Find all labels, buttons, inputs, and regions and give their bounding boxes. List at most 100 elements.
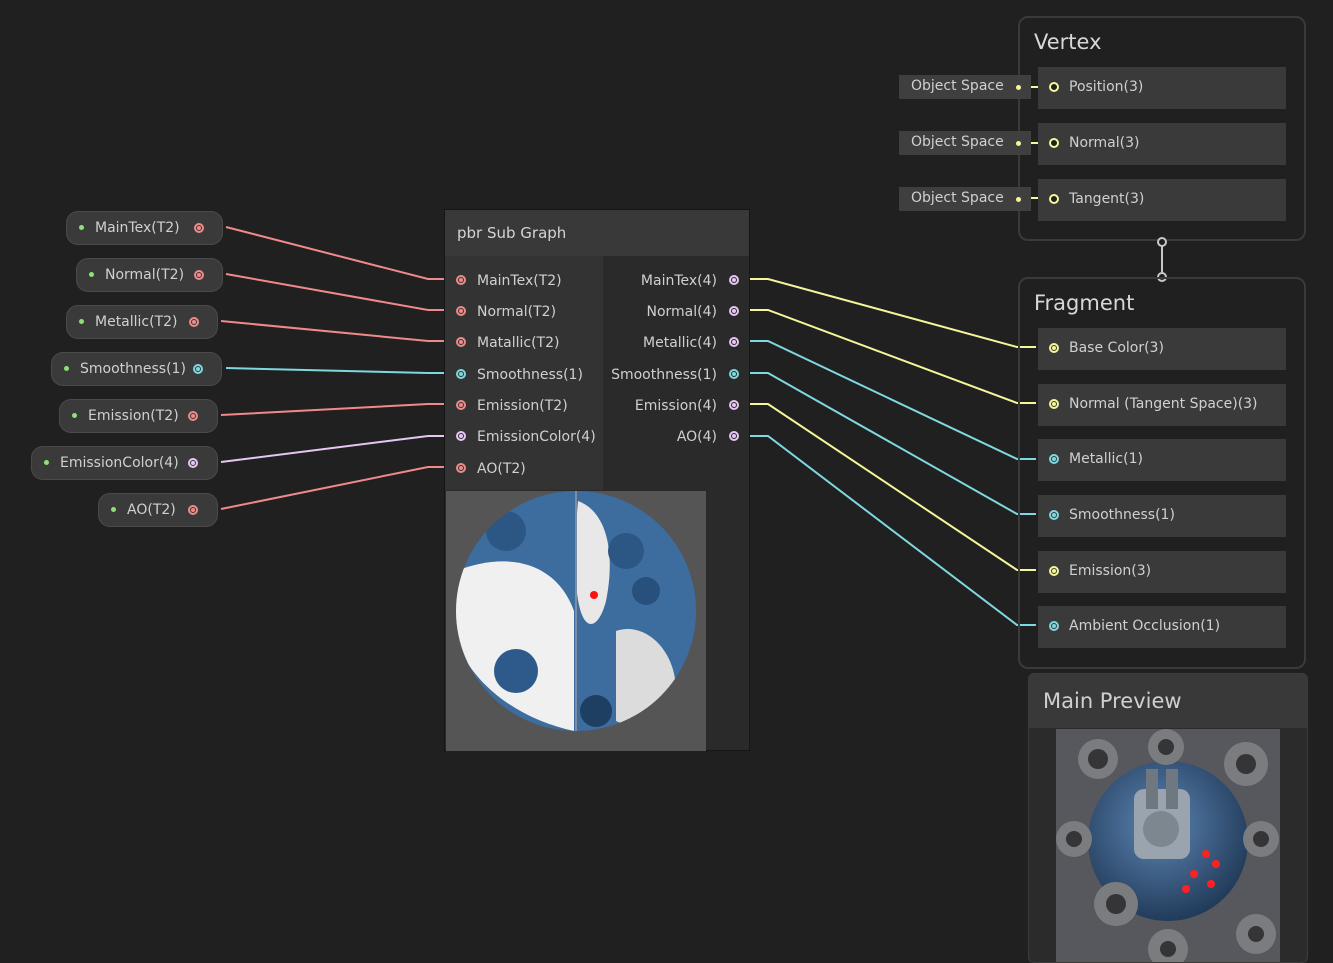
block-normal-tangent-space[interactable]: Normal (Tangent Space)(3) — [1038, 384, 1286, 426]
input-label: Matallic(T2) — [477, 335, 560, 351]
property-label: MainTex(T2) — [95, 220, 180, 236]
input-port-icon[interactable] — [456, 306, 466, 316]
edge-smoothness-smoothness[interactable] — [750, 372, 1036, 515]
input-port-icon[interactable] — [456, 400, 466, 410]
edge-normal-normalts[interactable] — [750, 309, 1036, 404]
output-label: Smoothness(1) — [611, 367, 717, 383]
output-port-icon[interactable] — [729, 275, 739, 285]
input-port-icon[interactable] — [456, 369, 466, 379]
node-preview[interactable] — [446, 491, 706, 751]
object-space-label: Object Space — [911, 190, 1004, 206]
output-port-icon[interactable] — [188, 458, 198, 468]
fragment-context[interactable]: Fragment Base Color(3) Normal (Tangent S… — [1018, 277, 1306, 669]
input-port-icon[interactable] — [1049, 454, 1059, 464]
output-port-icon[interactable] — [189, 317, 199, 327]
edge-emission-input[interactable] — [220, 403, 444, 416]
input-port-icon[interactable] — [456, 275, 466, 285]
output-port-icon[interactable] — [729, 400, 739, 410]
input-label: AO(T2) — [477, 461, 526, 477]
edge-ao-input[interactable] — [220, 466, 444, 510]
output-port-icon[interactable] — [194, 270, 204, 280]
input-port-icon[interactable] — [1049, 399, 1059, 409]
input-port-icon[interactable] — [1049, 194, 1059, 204]
property-label: Metallic(T2) — [95, 314, 178, 330]
inputs-panel — [445, 256, 603, 490]
output-label: Normal(4) — [646, 304, 718, 320]
property-node-ao[interactable]: AO(T2) — [98, 493, 218, 527]
block-tangent[interactable]: Tangent(3) — [1038, 179, 1286, 221]
property-label: Smoothness(1) — [80, 361, 186, 377]
property-exposed-dot-icon — [79, 225, 84, 230]
input-label: Normal(T2) — [477, 304, 557, 320]
property-label: AO(T2) — [127, 502, 176, 518]
block-normal[interactable]: Normal(3) — [1038, 123, 1286, 165]
property-node-emissioncolor[interactable]: EmissionColor(4) — [31, 446, 218, 480]
block-label: Normal(3) — [1069, 135, 1140, 151]
input-port-icon[interactable] — [1049, 621, 1059, 631]
block-smoothness[interactable]: Smoothness(1) — [1038, 495, 1286, 537]
output-port-icon[interactable] — [729, 337, 739, 347]
output-port-icon[interactable] — [729, 369, 739, 379]
output-port-icon[interactable] — [188, 411, 198, 421]
object-space-input-normal[interactable]: Object Space — [899, 131, 1031, 155]
property-node-maintex[interactable]: MainTex(T2) — [66, 211, 223, 245]
object-space-input-position[interactable]: Object Space — [899, 75, 1031, 99]
edge-ao-ambientocclusion[interactable] — [750, 435, 1036, 626]
block-label: Position(3) — [1069, 79, 1144, 95]
preview-sphere-image — [456, 491, 696, 731]
input-port-icon[interactable] — [456, 431, 466, 441]
input-port-icon[interactable] — [1049, 82, 1059, 92]
input-port-icon[interactable] — [1049, 343, 1059, 353]
block-emission[interactable]: Emission(3) — [1038, 551, 1286, 593]
edge-maintex-basecolor[interactable] — [750, 278, 1036, 348]
output-label: Metallic(4) — [643, 335, 717, 351]
property-exposed-dot-icon — [72, 413, 77, 418]
input-port-icon[interactable] — [456, 463, 466, 473]
input-label: MainTex(T2) — [477, 273, 562, 289]
node-title: pbr Sub Graph — [457, 224, 567, 242]
edge-emissioncolor-input[interactable] — [220, 435, 444, 463]
input-port-icon[interactable] — [1049, 510, 1059, 520]
block-base-color[interactable]: Base Color(3) — [1038, 328, 1286, 370]
edge-metallic-input[interactable] — [220, 320, 444, 342]
output-port-icon[interactable] — [729, 306, 739, 316]
edge-metallic-metallic[interactable] — [750, 340, 1036, 460]
block-label: Ambient Occlusion(1) — [1069, 618, 1221, 634]
property-node-smoothness[interactable]: Smoothness(1) — [51, 352, 222, 386]
property-node-normal[interactable]: Normal(T2) — [76, 258, 223, 292]
property-exposed-dot-icon — [89, 272, 94, 277]
input-label: Emission(T2) — [477, 398, 568, 414]
block-position[interactable]: Position(3) — [1038, 67, 1286, 109]
output-label: AO(4) — [676, 429, 717, 445]
main-preview-header[interactable] — [1029, 674, 1307, 728]
input-port-icon[interactable] — [456, 337, 466, 347]
node-header[interactable]: pbr Sub Graph — [445, 210, 749, 256]
output-port-icon[interactable] — [188, 505, 198, 515]
block-ambient-occlusion[interactable]: Ambient Occlusion(1) — [1038, 606, 1286, 648]
main-preview-window[interactable]: Main Preview — [1028, 673, 1308, 963]
object-space-label: Object Space — [911, 78, 1004, 94]
output-dot-icon — [1016, 141, 1021, 146]
edge-normal-input[interactable] — [225, 273, 444, 311]
input-port-icon[interactable] — [1049, 138, 1059, 148]
edge-emission-emission[interactable] — [750, 403, 1036, 571]
property-node-emission[interactable]: Emission(T2) — [59, 399, 218, 433]
subgraph-node[interactable]: pbr Sub Graph MainTex(T2) Normal(T2) Mat… — [444, 209, 750, 751]
edge-smoothness-input[interactable] — [225, 367, 444, 374]
output-dot-icon — [1016, 197, 1021, 202]
main-preview-render[interactable] — [1056, 729, 1280, 963]
output-port-icon[interactable] — [193, 364, 203, 374]
edge-maintex-input[interactable] — [225, 226, 444, 280]
input-port-icon[interactable] — [1049, 566, 1059, 576]
block-label: Metallic(1) — [1069, 451, 1143, 467]
block-label: Tangent(3) — [1069, 191, 1145, 207]
output-dot-icon — [1016, 85, 1021, 90]
block-metallic[interactable]: Metallic(1) — [1038, 439, 1286, 481]
property-node-metallic[interactable]: Metallic(T2) — [66, 305, 218, 339]
output-port-icon[interactable] — [729, 431, 739, 441]
vertex-context[interactable]: Vertex Position(3) Normal(3) Tangent(3) — [1018, 16, 1306, 241]
object-space-input-tangent[interactable]: Object Space — [899, 187, 1031, 211]
output-port-icon[interactable] — [194, 223, 204, 233]
block-label: Smoothness(1) — [1069, 507, 1175, 523]
property-exposed-dot-icon — [79, 319, 84, 324]
